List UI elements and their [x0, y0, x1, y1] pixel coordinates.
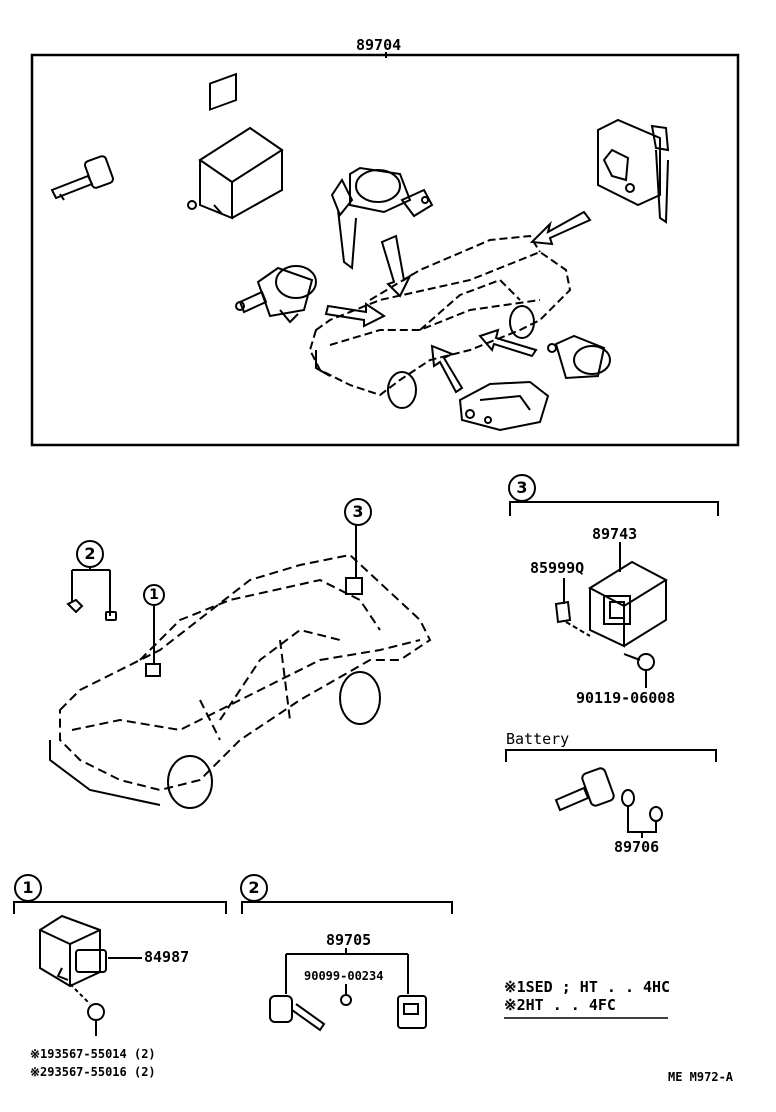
- callout-1: 1: [143, 584, 165, 606]
- arrow-icons: [324, 210, 592, 394]
- rear-door-lock-icon: [547, 334, 611, 380]
- car-main-wheel-front: [167, 755, 213, 809]
- car-main-outline: [59, 553, 432, 792]
- car-top-outline: [308, 234, 572, 397]
- section3-module-icon: [587, 560, 669, 648]
- section3-index: 3: [508, 474, 536, 502]
- car-top-wheel-front: [387, 371, 417, 409]
- section2-index: 2: [240, 874, 268, 902]
- section3-part-screw: 90119-06008: [576, 689, 676, 707]
- section1-index: 1: [14, 874, 42, 902]
- door-switch-icon: [458, 380, 550, 432]
- door-lock-cylinder-icon: [330, 166, 434, 270]
- transmitter-icon: [397, 995, 427, 1029]
- section1-note-2: ※293567-55016 (2): [30, 1065, 156, 1079]
- nut-icon: [87, 1003, 105, 1021]
- car-top-wheel-rear: [509, 305, 535, 339]
- battery-part: 89706: [614, 838, 660, 856]
- key-icon: [50, 155, 114, 201]
- top-part-number: 89704: [356, 36, 402, 54]
- control-module-icon: [187, 72, 284, 220]
- screw-icon: [623, 653, 655, 671]
- footer-code: ME M972-A: [668, 1070, 734, 1084]
- callout-2: 2: [76, 540, 104, 568]
- sensor-icon: [39, 914, 107, 988]
- section1-note-1: ※193567-55014 (2): [30, 1047, 156, 1061]
- section2-part-ring: 90099-00234: [304, 969, 384, 983]
- ignition-cylinder-icon: [235, 265, 317, 324]
- legend-line-1: ※1SED ; HT . . 4HC: [504, 978, 671, 996]
- car-main-wheel-rear: [339, 671, 381, 725]
- section3-part-box: 89743: [592, 525, 638, 543]
- section2-part-key-set: 89705: [326, 931, 372, 949]
- legend-line-2: ※2HT . . 4FC: [504, 996, 616, 1014]
- battery-key-icon: [554, 767, 615, 812]
- trunk-lock-icon: [597, 118, 670, 224]
- section3-part-plate: 85999Q: [530, 559, 585, 577]
- section1-part-sensor: 84987: [144, 948, 190, 966]
- key-fob-icon: [269, 995, 326, 1032]
- battery-title: Battery: [506, 730, 570, 748]
- callout-3: 3: [344, 498, 372, 526]
